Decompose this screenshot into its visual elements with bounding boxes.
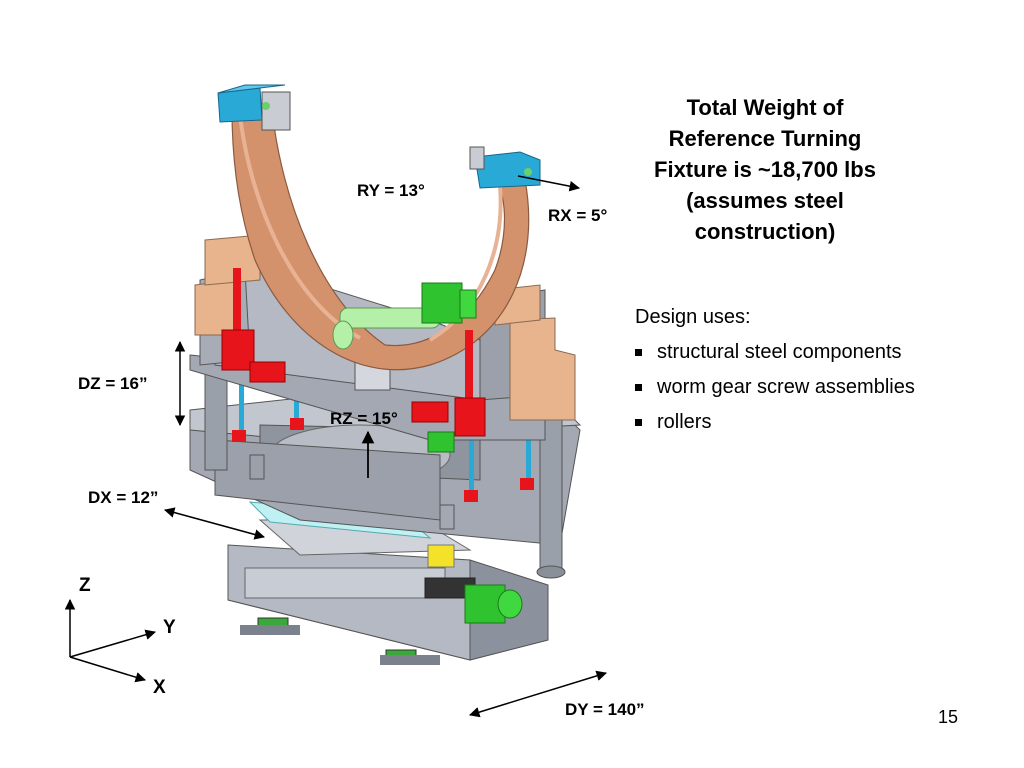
design-uses: Design uses: structural steel components… <box>635 306 915 446</box>
center-shaft-gearbox <box>332 282 477 453</box>
blue-rods <box>239 370 531 495</box>
copper-cradle <box>231 109 530 371</box>
bottom-motor <box>464 584 523 624</box>
red-jacks <box>221 268 534 502</box>
coordinate-axes <box>64 598 157 683</box>
rx-label: RX = 5° <box>548 206 608 225</box>
dimension-arrows <box>163 175 608 718</box>
bullet-icon <box>635 419 642 426</box>
page-number: 15 <box>938 707 959 727</box>
dz-label: DZ = 16” <box>78 374 148 393</box>
list-item-text: rollers <box>657 411 712 433</box>
axis-y-label: Y <box>163 617 176 638</box>
title-line: Fixture is ~18,700 lbs <box>654 157 876 182</box>
weight-title: Total Weight of Reference Turning Fixtur… <box>620 92 910 247</box>
title-line: Reference Turning <box>668 126 862 151</box>
title-line: Total Weight of <box>686 95 844 120</box>
title-line: construction) <box>694 219 836 244</box>
ry-label: RY = 13° <box>357 181 425 200</box>
design-uses-heading: Design uses: <box>635 306 751 328</box>
design-uses-list: structural steel components worm gear sc… <box>635 341 915 434</box>
title-line: (assumes steel <box>686 188 844 213</box>
list-item: structural steel components <box>635 341 915 364</box>
bullet-icon <box>635 349 642 356</box>
dx-label: DX = 12” <box>88 488 159 507</box>
list-item: rollers <box>635 411 915 434</box>
list-item-text: worm gear screw assemblies <box>657 376 915 398</box>
dy-label: DY = 140” <box>565 700 645 719</box>
list-item: worm gear screw assemblies <box>635 376 915 399</box>
axis-z-label: Z <box>79 575 91 596</box>
axis-x-label: X <box>153 677 166 698</box>
rz-label: RZ = 15° <box>330 409 398 428</box>
list-item-text: structural steel components <box>657 341 902 363</box>
bullet-icon <box>635 384 642 391</box>
cyan-blocks <box>217 84 541 189</box>
